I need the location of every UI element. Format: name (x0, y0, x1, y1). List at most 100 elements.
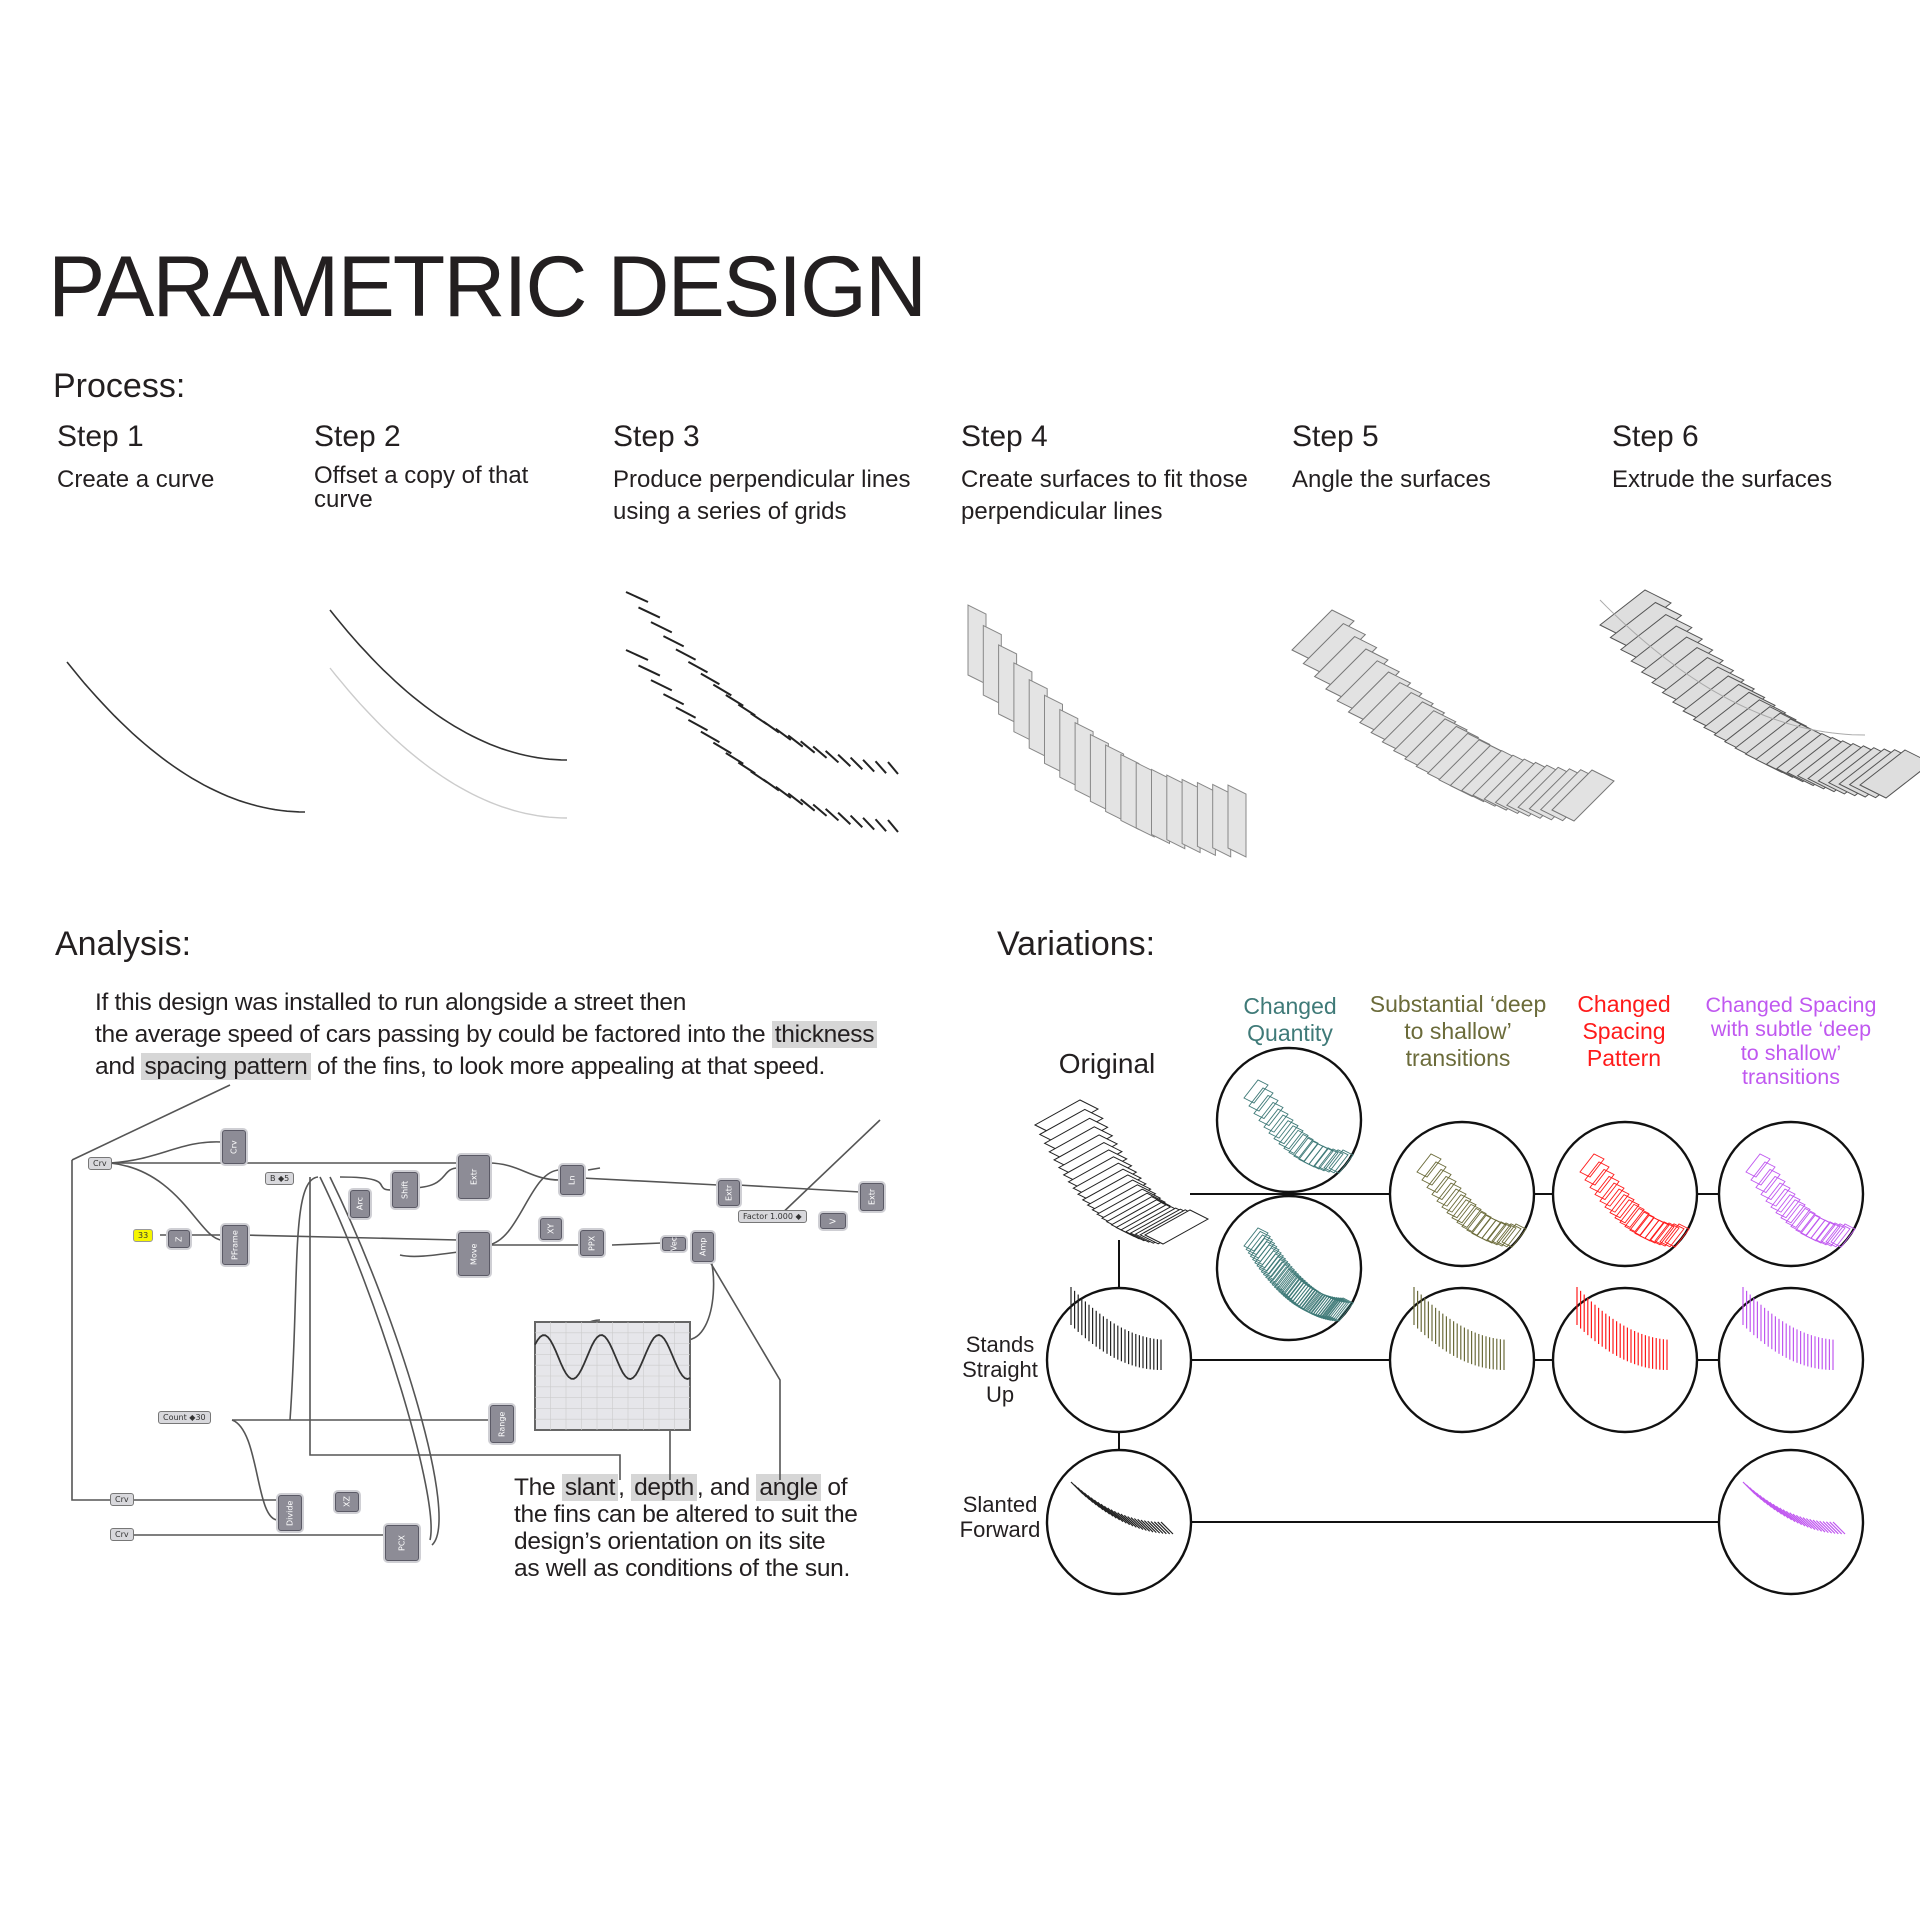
step-5: Step 5 Angle the surfaces (1292, 420, 1592, 496)
step-title: Step 6 (1612, 420, 1699, 453)
perpendicular-line (712, 683, 732, 697)
graph-node-vec[interactable]: Vec (662, 1237, 686, 1251)
text: , (618, 1474, 632, 1501)
fin (1815, 1221, 1841, 1246)
fin (1326, 1297, 1352, 1322)
curve-param[interactable]: Crv (88, 1157, 112, 1170)
graph-node-pframe[interactable]: PFrame (222, 1225, 248, 1265)
analysis-heading: Analysis: (55, 925, 192, 963)
graph-node-extr[interactable]: Extr (718, 1180, 740, 1206)
graph-node-arc[interactable]: Arc (350, 1190, 370, 1218)
process-drawings (66, 589, 1920, 858)
graph-node-z[interactable]: Z (168, 1230, 190, 1248)
fin (1629, 1211, 1655, 1236)
fin (1325, 648, 1389, 701)
wire (109, 1162, 223, 1241)
variation-circle (1717, 1286, 1865, 1434)
fin-line (1100, 1503, 1114, 1517)
wire (71, 1084, 231, 1161)
para-line: as well as conditions of the sun. (514, 1555, 851, 1582)
wire (611, 1242, 663, 1246)
step-title: Step 3 (613, 420, 700, 453)
graph-node-amp[interactable]: Amp (692, 1232, 714, 1262)
step5-surfaces (1291, 609, 1615, 822)
variation-circle (1551, 1286, 1699, 1434)
wire (581, 1177, 719, 1186)
perpendicular-line (887, 819, 899, 833)
variation-circle (1551, 1120, 1699, 1268)
fin (1785, 1203, 1811, 1228)
fin (1594, 1175, 1620, 1201)
fin (1323, 1149, 1349, 1174)
fin (1267, 1261, 1293, 1286)
graph-node-shift[interactable]: Shift (392, 1172, 418, 1208)
variation-diagram (1033, 1046, 1865, 1596)
variation-fins (1243, 1227, 1354, 1322)
wire (339, 1176, 393, 1191)
fin (1461, 1207, 1487, 1233)
graph-node-divide[interactable]: Divide (278, 1495, 302, 1531)
fin (1258, 1101, 1284, 1127)
wire (774, 1119, 881, 1221)
wire (319, 1176, 432, 1541)
fin-line (1133, 1518, 1147, 1531)
fin (1795, 1211, 1821, 1236)
fin (1288, 1133, 1314, 1159)
number-slider[interactable]: Factor 1.000 ◆ (738, 1210, 807, 1223)
curve-param[interactable]: Crv (110, 1528, 134, 1541)
fin (1820, 1222, 1846, 1247)
curve-step2 (329, 609, 568, 761)
curve-param[interactable]: Crv (110, 1493, 134, 1506)
graph-node-pcx[interactable]: PCX (385, 1525, 419, 1561)
fin-line (1782, 1509, 1796, 1523)
number-slider[interactable]: B ◆5 (265, 1172, 295, 1185)
para-line: design’s orientation on its site (514, 1528, 826, 1555)
number-slider[interactable]: Count ◆30 (158, 1411, 211, 1424)
graph-node-xz[interactable]: XZ (335, 1492, 359, 1512)
fin (1253, 1094, 1279, 1120)
fin (1780, 1199, 1806, 1224)
process-heading: Process: (53, 367, 186, 405)
wire (109, 1141, 223, 1164)
graph-node-extr[interactable]: Extr (458, 1155, 490, 1199)
graph-node-ppx[interactable]: PPX (580, 1230, 604, 1256)
fin-line (1809, 1518, 1823, 1532)
step-1: Step 1 Create a curve (57, 420, 297, 496)
fin (1302, 622, 1367, 676)
fin (1243, 1227, 1269, 1252)
variation-fins (1742, 1481, 1846, 1535)
fin (1278, 1273, 1304, 1298)
variation-fins (1742, 1287, 1834, 1370)
perpendicular-line (862, 817, 875, 831)
step-title: Step 5 (1292, 420, 1379, 453)
wire (409, 1167, 459, 1189)
variation-circle (1717, 1448, 1865, 1596)
graph-node-xy[interactable]: XY (540, 1218, 562, 1240)
graph-node-extr[interactable]: Extr (860, 1183, 884, 1211)
variation-fins (1579, 1153, 1690, 1248)
perpendicular-line (675, 706, 697, 719)
fin-line (1137, 1518, 1151, 1532)
para-line: the fins can be altered to suit the (514, 1501, 858, 1528)
perpendicular-line (662, 693, 685, 706)
step-3: Step 3 Produce perpendicular lines using… (613, 420, 943, 528)
label-changed-spacing: Changed Spacing Pattern (1577, 991, 1671, 1071)
wire (487, 1162, 561, 1181)
step-title: Step 1 (57, 420, 144, 453)
graph-node-v[interactable]: V (820, 1213, 846, 1229)
step4-surfaces (967, 604, 1247, 858)
fin (998, 644, 1018, 724)
variation-circle (1388, 1286, 1536, 1434)
text: The (514, 1474, 562, 1501)
fin (1745, 1153, 1771, 1178)
label-spacing-subtle: Changed Spacing with subtle ‘deep to sha… (1705, 993, 1877, 1089)
yellow-panel[interactable]: 33 (133, 1229, 154, 1242)
graph-node-crv[interactable]: Crv (222, 1130, 246, 1164)
graph-node-move[interactable]: Move (458, 1232, 490, 1276)
graph-node-range[interactable]: Range (490, 1405, 514, 1443)
fin (1059, 708, 1079, 788)
perpendicular-line (775, 728, 792, 741)
graph-node-ln[interactable]: Ln (560, 1165, 584, 1195)
fin-line (1123, 1514, 1137, 1528)
fin (1416, 1153, 1442, 1178)
